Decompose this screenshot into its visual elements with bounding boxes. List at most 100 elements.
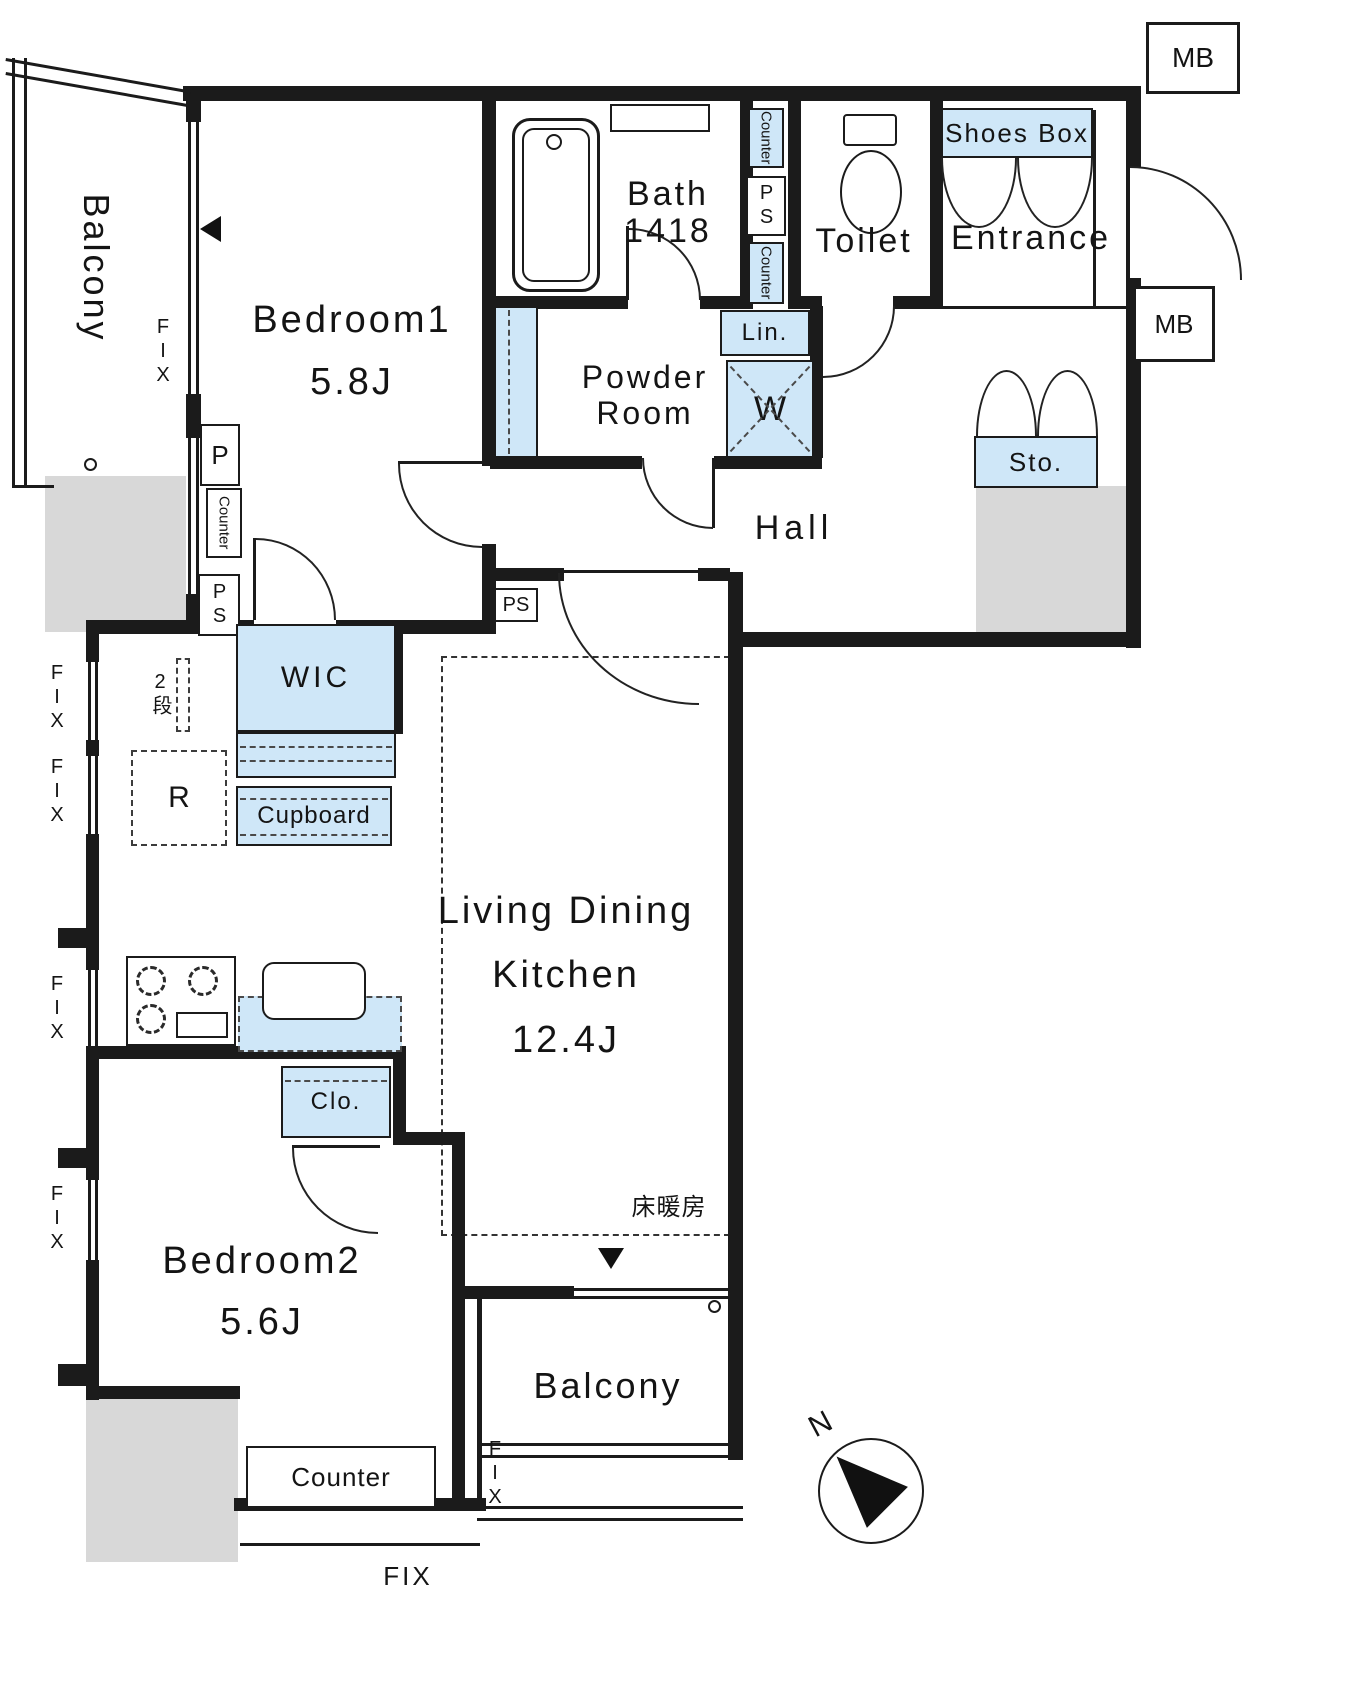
door-swing-arc bbox=[398, 464, 482, 548]
closet-label: Clo. bbox=[310, 1088, 362, 1115]
balcony-label-bottom: Balcony bbox=[533, 1365, 683, 1406]
meter-box-label: MB bbox=[1172, 42, 1214, 73]
entrance-label: Entrance bbox=[950, 219, 1112, 257]
window bbox=[95, 756, 98, 834]
window bbox=[196, 438, 199, 594]
entry-marker-icon bbox=[200, 216, 221, 242]
wall bbox=[798, 296, 822, 309]
wall bbox=[477, 1299, 482, 1511]
shoes-box-label: Shoes Box bbox=[945, 117, 1089, 148]
bathtub-inner bbox=[522, 128, 590, 282]
door-leaf bbox=[292, 1145, 380, 1148]
wall bbox=[86, 632, 99, 662]
wall bbox=[86, 620, 188, 634]
window bbox=[95, 662, 98, 740]
wall bbox=[452, 1132, 465, 1510]
burner-icon bbox=[136, 966, 166, 996]
balcony-edge bbox=[12, 485, 54, 488]
wic-hanger-dash bbox=[240, 746, 392, 748]
wall bbox=[393, 1046, 406, 1140]
window bbox=[95, 968, 98, 1050]
bedroom1-label: Bedroom1 bbox=[252, 299, 452, 341]
window bbox=[196, 122, 199, 394]
window bbox=[188, 122, 191, 394]
linen-cabinet-dash bbox=[508, 310, 510, 454]
wall bbox=[183, 86, 1140, 101]
door-leaf bbox=[820, 306, 823, 380]
bedroom1-size-label: 5.8J bbox=[310, 361, 394, 403]
balcony-edge bbox=[240, 1543, 480, 1546]
window bbox=[570, 1288, 730, 1291]
wall bbox=[186, 394, 201, 438]
wall bbox=[788, 86, 801, 309]
ldk-size-label: 12.4J bbox=[512, 1019, 620, 1061]
wall bbox=[86, 1386, 240, 1399]
wall bbox=[930, 86, 943, 309]
fix-label: FIX bbox=[46, 662, 68, 734]
closet-dash bbox=[285, 1080, 387, 1082]
bedroom2-label: Bedroom2 bbox=[162, 1240, 362, 1282]
pipe-space-mid: PS bbox=[494, 588, 538, 622]
meter-box-right: MB bbox=[1133, 286, 1215, 362]
north-label: N bbox=[803, 1403, 841, 1444]
counter-label: Counter bbox=[215, 496, 233, 550]
door-leaf bbox=[558, 570, 700, 573]
storage-box: Sto. bbox=[974, 436, 1098, 488]
fix-label: FIX bbox=[46, 1183, 68, 1255]
window bbox=[95, 1178, 98, 1260]
wall-tick bbox=[58, 928, 88, 948]
bathtub-faucet-icon bbox=[546, 134, 562, 150]
meter-box-top: MB bbox=[1146, 22, 1240, 94]
balcony-drain-icon bbox=[84, 458, 97, 471]
door-swing-arc bbox=[256, 538, 336, 620]
wic-label: WIC bbox=[280, 661, 352, 694]
counter-label: Counter bbox=[291, 1461, 391, 1492]
ldk-label-line2: Kitchen bbox=[492, 954, 640, 996]
cupboard-dash bbox=[240, 798, 388, 800]
fix-label: FIX bbox=[46, 973, 68, 1045]
window bbox=[477, 1506, 743, 1509]
wall bbox=[86, 1260, 99, 1400]
counter-top-lower: Counter bbox=[748, 242, 784, 304]
wall bbox=[86, 834, 99, 970]
bedroom2-size-label: 5.6J bbox=[220, 1301, 304, 1343]
two-tier-shelf-box bbox=[176, 658, 190, 732]
wall bbox=[893, 296, 943, 309]
wall bbox=[490, 456, 642, 469]
hall-label: Hall bbox=[754, 509, 834, 547]
floor-heating-label: 床暖房 bbox=[631, 1194, 707, 1221]
balcony-edge bbox=[24, 58, 27, 488]
wic-hanger-dash bbox=[240, 760, 392, 762]
concrete-area bbox=[976, 486, 1136, 642]
counter-bottom-box: Counter bbox=[246, 1446, 436, 1508]
burner-icon bbox=[136, 1004, 166, 1034]
refrigerator-label: R bbox=[168, 781, 190, 814]
wall bbox=[452, 1286, 574, 1299]
wall-tick bbox=[58, 1364, 88, 1386]
wall bbox=[86, 740, 99, 756]
door-swing-arc bbox=[642, 458, 713, 529]
balcony-rail bbox=[477, 1443, 743, 1446]
wall bbox=[1126, 86, 1141, 168]
cupboard-label: Cupboard bbox=[257, 802, 371, 829]
window bbox=[88, 968, 91, 1050]
washer-label: W bbox=[753, 389, 787, 428]
pipe-label: P bbox=[211, 439, 229, 470]
counter-label: Counter bbox=[757, 111, 775, 165]
toilet-label: Toilet bbox=[815, 222, 913, 260]
pipe-space-top: PS bbox=[746, 176, 786, 236]
counter-left-box: Counter bbox=[206, 488, 242, 558]
floor-heating-zone bbox=[441, 656, 730, 1236]
window bbox=[188, 438, 191, 594]
powder-room-label-line2: Room bbox=[596, 395, 694, 431]
counter-label: Counter bbox=[757, 246, 775, 300]
meter-box-label: MB bbox=[1154, 308, 1194, 339]
fix-label: FIX bbox=[383, 1561, 433, 1591]
folding-door-arc bbox=[1017, 158, 1093, 228]
wall-tick bbox=[58, 1148, 88, 1168]
two-tier-label: 2段 bbox=[149, 671, 171, 717]
bath-size-label: 1418 bbox=[624, 212, 712, 250]
door-frame-line bbox=[1093, 110, 1096, 308]
wall bbox=[488, 568, 564, 581]
